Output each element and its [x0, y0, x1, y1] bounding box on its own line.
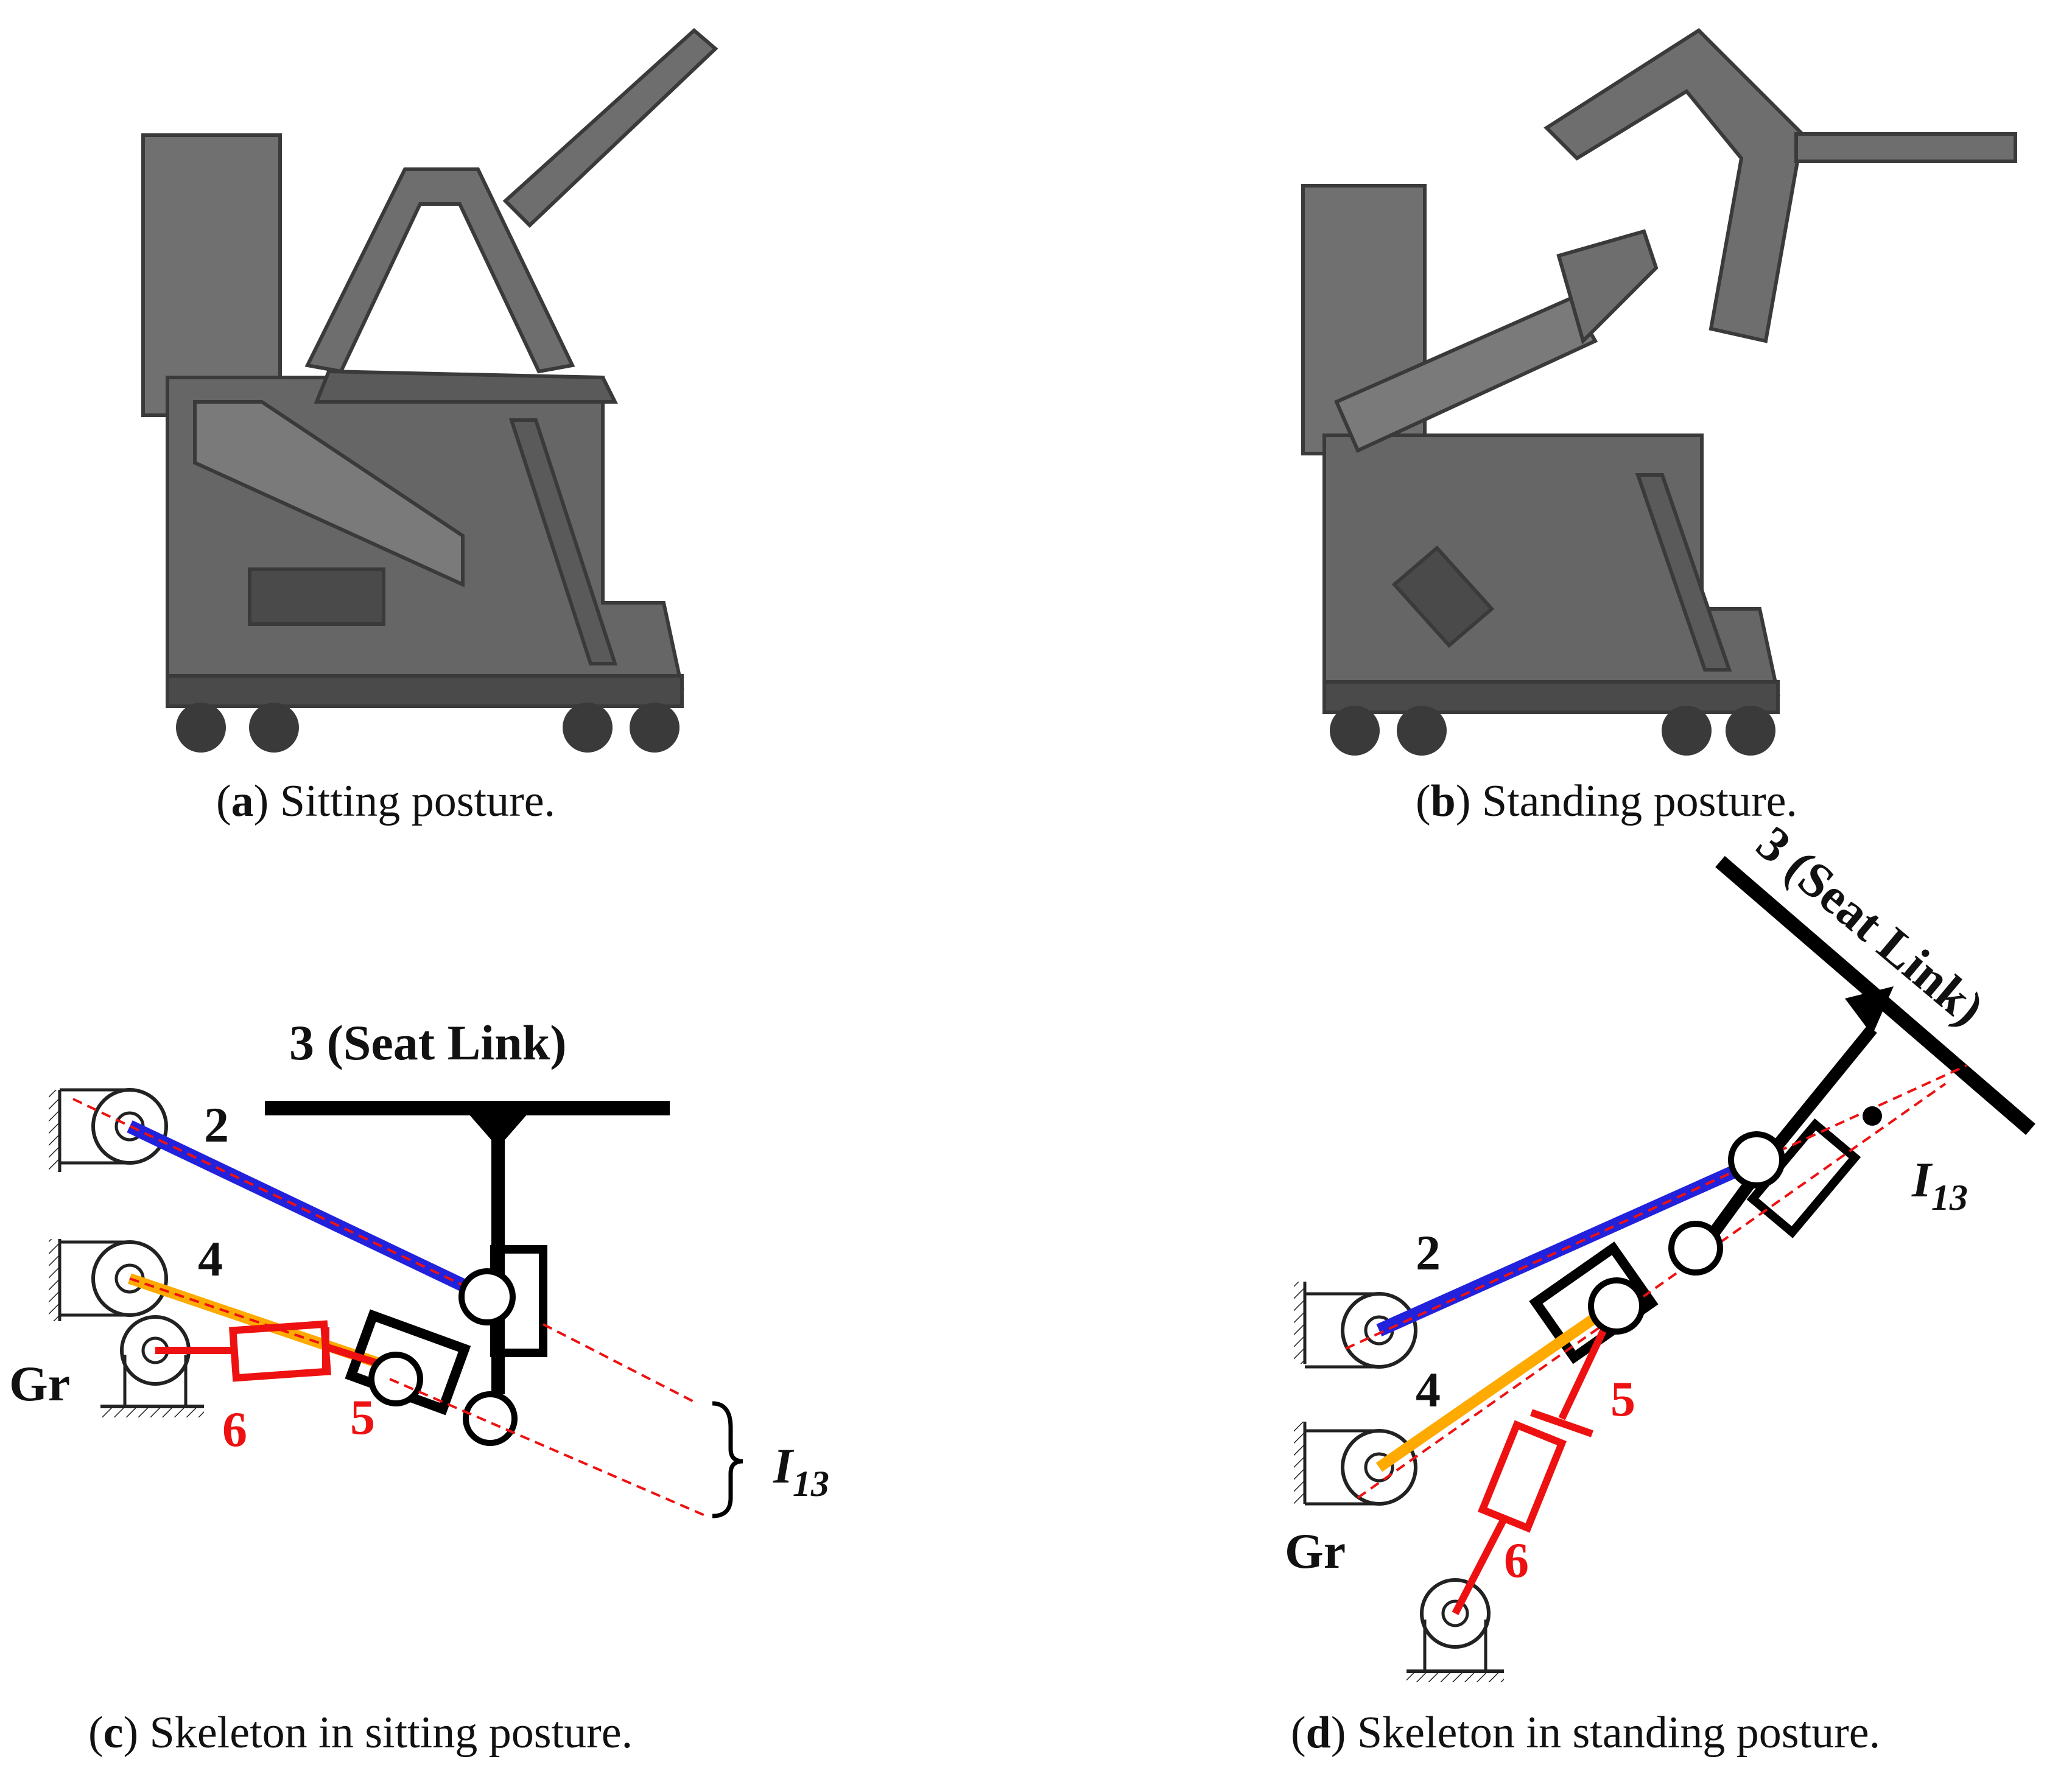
seat-link-label: 3 (Seat Link) — [289, 1015, 567, 1070]
caption-b-tag: b — [1431, 776, 1456, 826]
icr-main: I — [773, 1438, 795, 1493]
link-2-label: 2 — [1416, 1225, 1441, 1280]
icr-main: I — [1911, 1152, 1933, 1207]
caption-a: (a) Sitting posture. — [216, 776, 555, 826]
link-5-label: 5 — [350, 1389, 375, 1445]
caption-c: (c) Skeleton in sitting posture. — [88, 1708, 633, 1758]
link-4-label: 4 — [198, 1231, 223, 1286]
caption-c-text: Skeleton in sitting posture. — [138, 1708, 633, 1758]
caption-b: (b) Standing posture. — [1416, 776, 1797, 826]
icr-label: I13 — [773, 1438, 829, 1504]
panel-c-skeleton-sitting — [49, 1088, 743, 1518]
link-5-label: 5 — [1610, 1371, 1635, 1427]
ground-fixture — [100, 1315, 204, 1417]
link-2-label: 2 — [204, 1097, 229, 1153]
caption-d: (d) Skeleton in standing posture. — [1291, 1708, 1880, 1758]
caption-b-text: Standing posture. — [1470, 776, 1797, 826]
ground-fixture — [1294, 1422, 1417, 1506]
link-6-label: 6 — [222, 1402, 247, 1457]
ground-label: Gr — [9, 1356, 70, 1411]
caption-a-tag: a — [231, 776, 254, 826]
icr-label: I13 — [1911, 1152, 1968, 1218]
ground-label: Gr — [1285, 1523, 1346, 1579]
icr-subscript: 13 — [1931, 1178, 1968, 1218]
caption-a-text: Sitting posture. — [269, 776, 555, 826]
ground-fixture — [1407, 1578, 1504, 1682]
icr-subscript: 13 — [793, 1464, 829, 1504]
panel-d-skeleton-standing — [1294, 855, 2035, 1682]
caption-c-tag: c — [104, 1708, 124, 1758]
link-6-label: 6 — [1504, 1532, 1529, 1588]
caption-d-tag: d — [1306, 1708, 1331, 1758]
panel-b-standing-photo — [1301, 28, 2017, 756]
link-4-label: 4 — [1416, 1362, 1441, 1417]
caption-d-text: Skeleton in standing posture. — [1346, 1708, 1880, 1758]
panel-a-sitting-photo — [141, 28, 718, 753]
